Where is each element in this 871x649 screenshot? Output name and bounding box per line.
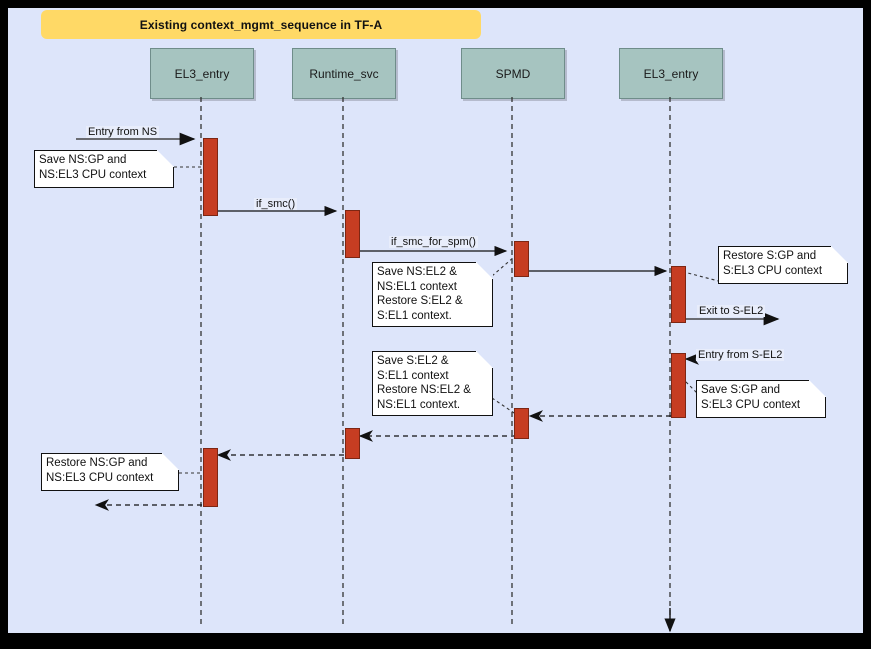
lifeline-label: EL3_entry xyxy=(174,66,230,81)
note-line: NS:EL1 context. xyxy=(377,398,461,411)
lifeline-label: Runtime_svc xyxy=(309,66,379,81)
page-title: Existing context_mgmt_sequence in TF-A xyxy=(139,17,383,32)
note-restore-s-gp: Restore S:GP and S:EL3 CPU context xyxy=(718,246,848,284)
activation-el3-left-2 xyxy=(203,448,218,507)
note-line: Save NS:GP and xyxy=(39,154,127,166)
diagram-vectors xyxy=(76,97,780,633)
note-line: Restore S:GP and xyxy=(723,250,817,262)
note-fold-icon xyxy=(831,246,848,263)
note-fold-icon xyxy=(157,150,174,167)
note-line: S:EL3 CPU context xyxy=(701,398,801,411)
activation-el3-right-1 xyxy=(671,266,686,323)
activation-spmd-1 xyxy=(514,241,529,277)
diagram-title-banner: Existing context_mgmt_sequence in TF-A xyxy=(41,10,481,39)
note-line: S:EL1 context. xyxy=(377,309,452,322)
activation-runtime-svc-2 xyxy=(345,428,360,459)
note-save-ns-gp: Save NS:GP and NS:EL3 CPU context xyxy=(34,150,174,188)
lifeline-dashes xyxy=(200,97,671,625)
lifeline-label: SPMD xyxy=(495,66,531,81)
message-label-entry-from-ns: Entry from NS xyxy=(86,126,160,138)
note-fold-icon xyxy=(476,262,493,279)
message-label-if-smc: if_smc() xyxy=(254,198,298,210)
lifeline-header-spmd[interactable]: SPMD xyxy=(461,48,565,99)
activation-el3-left-1 xyxy=(203,138,218,216)
note-line: Save S:GP and xyxy=(701,384,781,396)
note-fold-icon xyxy=(162,453,179,470)
note-line: NS:EL3 CPU context xyxy=(46,471,154,484)
note-line: Restore NS:GP and xyxy=(46,457,148,469)
message-label-entry-from-s-el2: Entry from S-EL2 xyxy=(696,349,785,361)
lifeline-label: EL3_entry xyxy=(643,66,699,81)
note-restore-ns-gp: Restore NS:GP and NS:EL3 CPU context xyxy=(41,453,179,491)
note-line: Restore S:EL2 & xyxy=(377,295,463,307)
note-line: Restore NS:EL2 & xyxy=(377,384,471,396)
activation-el3-right-2 xyxy=(671,353,686,418)
activation-runtime-svc-1 xyxy=(345,210,360,258)
note-save-s-el2: Save S:EL2 & S:EL1 context Restore NS:EL… xyxy=(372,351,493,416)
note-fold-icon xyxy=(809,380,826,397)
note-line: NS:EL1 context xyxy=(377,280,457,293)
message-label-exit-to-s-el2: Exit to S-EL2 xyxy=(697,305,766,317)
note-line: S:EL3 CPU context xyxy=(723,264,823,277)
note-save-s-gp: Save S:GP and S:EL3 CPU context xyxy=(696,380,826,418)
note-line: Save S:EL2 & xyxy=(377,355,449,367)
diagram-canvas: Existing context_mgmt_sequence in TF-A E… xyxy=(8,8,863,633)
note-fold-icon xyxy=(476,351,493,368)
lifeline-header-runtime-svc[interactable]: Runtime_svc xyxy=(292,48,396,99)
note-line: S:EL1 context xyxy=(377,369,449,382)
note-line: Save NS:EL2 & xyxy=(377,266,457,278)
activation-spmd-2 xyxy=(514,408,529,439)
note-save-ns-el2: Save NS:EL2 & NS:EL1 context Restore S:E… xyxy=(372,262,493,327)
note-line: NS:EL3 CPU context xyxy=(39,168,147,181)
lifeline-header-el3-left[interactable]: EL3_entry xyxy=(150,48,254,99)
lifeline-header-el3-right[interactable]: EL3_entry xyxy=(619,48,723,99)
message-label-if-smc-for-spm: if_smc_for_spm() xyxy=(389,236,478,248)
